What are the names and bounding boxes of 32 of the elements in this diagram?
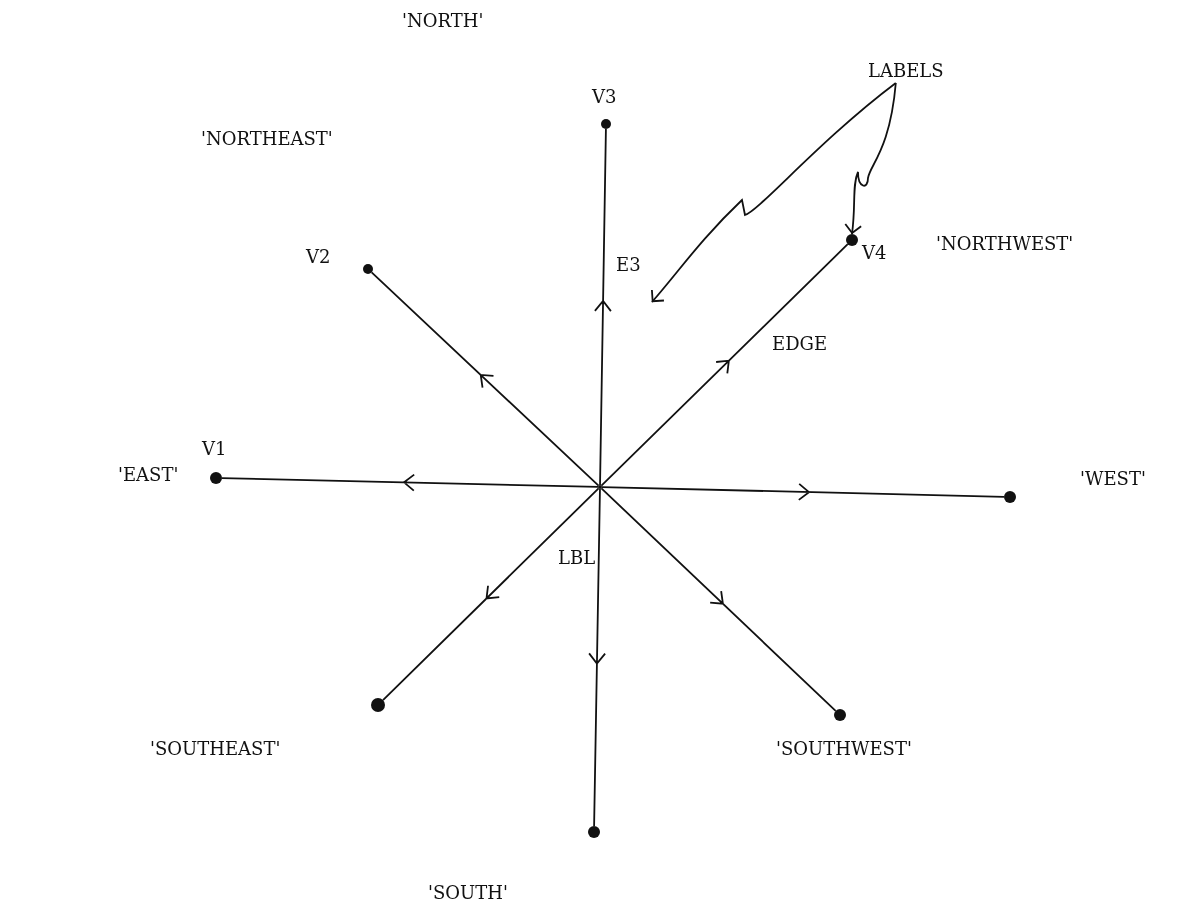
vertex-dot — [588, 826, 600, 838]
direction-label: 'NORTHEAST' — [201, 130, 333, 148]
arrow — [601, 482, 1005, 501]
vertex-label: V3 — [592, 88, 617, 106]
vertex-dot — [846, 234, 858, 246]
vertex-dot — [371, 698, 385, 712]
arrow — [594, 128, 612, 486]
direction-label: 'NORTHWEST' — [936, 235, 1074, 253]
vertex-label: V2 — [306, 248, 331, 266]
arrow — [600, 487, 837, 712]
callout-text: LABELS — [868, 62, 944, 80]
vertex-dot — [601, 119, 611, 129]
arrow — [221, 473, 599, 492]
vertex-dot — [210, 472, 222, 484]
direction-label: 'SOUTHEAST' — [150, 740, 281, 758]
arrow — [370, 271, 600, 487]
direction-label: 'SOUTH' — [428, 884, 508, 902]
leader-line — [844, 82, 897, 235]
direction-label: 'NORTH' — [402, 12, 484, 30]
vertex-label: V4 — [862, 244, 887, 262]
vertex-dot — [363, 264, 373, 274]
vertex-label: V1 — [202, 440, 227, 458]
direction-label: 'EAST' — [118, 466, 179, 484]
direction-label: 'WEST' — [1080, 470, 1146, 488]
leader-line — [650, 82, 897, 303]
direction-label: 'SOUTHWEST' — [776, 740, 912, 758]
vertex-dot — [834, 709, 846, 721]
arrow — [588, 488, 606, 827]
junction-dot — [598, 485, 602, 489]
arrow — [600, 243, 849, 487]
vertex-dot — [1004, 491, 1016, 503]
arrow — [382, 487, 600, 701]
